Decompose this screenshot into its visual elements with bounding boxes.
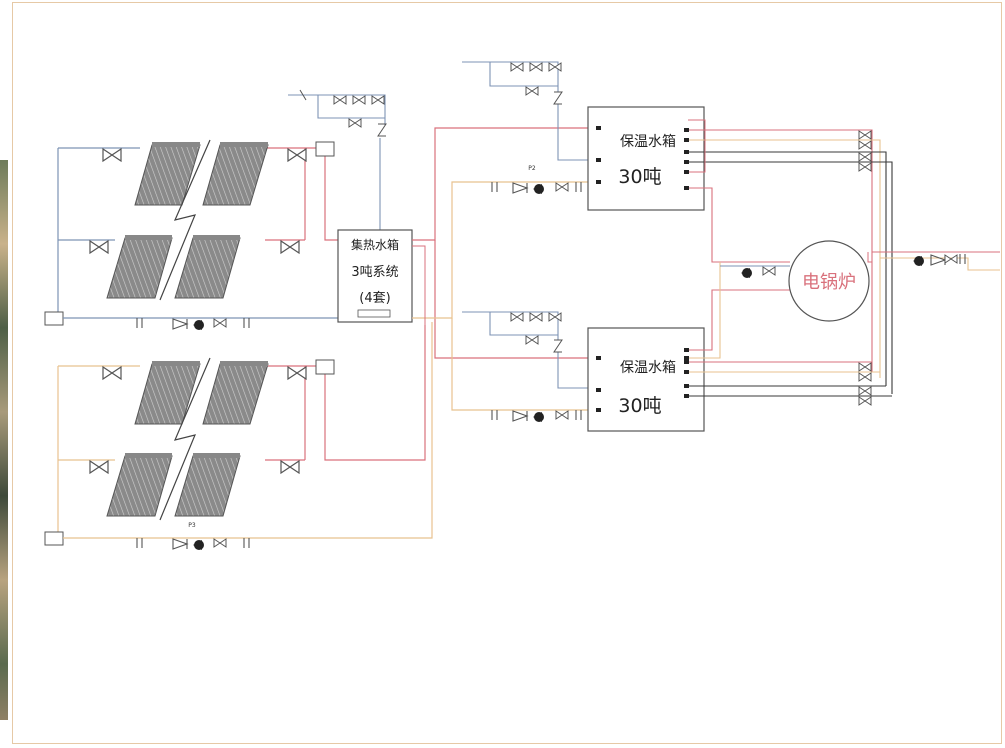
photo-edge-strip xyxy=(0,160,8,720)
gate-valve-icon[interactable] xyxy=(287,366,307,380)
cold-supply-upper xyxy=(288,89,387,232)
gate-valve-icon[interactable] xyxy=(89,460,109,474)
gate-valve-icon[interactable] xyxy=(213,318,227,328)
gate-valve-icon[interactable] xyxy=(280,240,300,254)
solar-collector-icon xyxy=(106,142,269,299)
storage-tank-2[interactable]: 保温水箱 30吨 xyxy=(587,327,705,432)
gate-valve-icon[interactable] xyxy=(102,366,122,380)
storage-tank-2-title: 保温水箱 xyxy=(620,360,676,376)
pump-icon[interactable] xyxy=(193,540,204,550)
storage-tank-1-capacity: 30吨 xyxy=(618,166,661,188)
tank-1-outlets xyxy=(684,119,893,394)
gate-valve-icon[interactable] xyxy=(762,266,776,276)
gate-valve-icon[interactable] xyxy=(555,410,569,420)
gate-valve-icon[interactable] xyxy=(944,254,958,264)
collector-array-upper xyxy=(44,139,338,330)
electric-boiler-label: 电锅炉 xyxy=(802,272,856,293)
pump-icon[interactable] xyxy=(533,412,544,422)
cold-supply-tank-2 xyxy=(462,311,588,389)
gate-valve-icon[interactable] xyxy=(555,182,569,192)
collector-tank-count: (4套) xyxy=(359,290,390,306)
gate-valve-icon[interactable] xyxy=(287,148,307,162)
gate-valve-icon[interactable] xyxy=(102,148,122,162)
pump-icon[interactable] xyxy=(533,184,544,194)
page-frame xyxy=(12,2,1002,744)
storage-tank-1-title: 保温水箱 xyxy=(620,134,676,150)
storage-tank-1[interactable]: 保温水箱 30吨 xyxy=(587,106,705,211)
gate-valve-icon[interactable] xyxy=(213,538,227,548)
tank-2-outlets xyxy=(684,262,892,406)
collector-tank-capacity: 3吨系统 xyxy=(351,265,398,280)
gate-valve-icon[interactable] xyxy=(89,240,109,254)
cold-supply-tank-1 xyxy=(462,61,588,161)
break-symbol-icon xyxy=(159,139,211,301)
check-valve-icon xyxy=(930,254,946,266)
electric-boiler[interactable]: 电锅炉 xyxy=(788,240,870,322)
pump-icon[interactable] xyxy=(193,320,204,330)
trunk-piping: P2 xyxy=(412,127,588,422)
collector-tank[interactable]: 集热水箱 3吨系统 (4套) xyxy=(337,229,413,323)
main-supply-line xyxy=(867,251,1000,271)
pump-p3-label: P3 xyxy=(188,522,196,529)
gate-valve-icon[interactable] xyxy=(280,460,300,474)
boiler-inlet-line xyxy=(720,265,790,278)
solar-collector-icon xyxy=(106,361,269,517)
pump-p2-label: P2 xyxy=(528,165,536,172)
collector-tank-title: 集热水箱 xyxy=(351,237,399,252)
collector-array-lower: P3 xyxy=(44,322,433,550)
break-symbol-icon xyxy=(159,357,211,521)
pump-icon[interactable] xyxy=(741,268,752,278)
storage-tank-2-capacity: 30吨 xyxy=(618,395,661,417)
